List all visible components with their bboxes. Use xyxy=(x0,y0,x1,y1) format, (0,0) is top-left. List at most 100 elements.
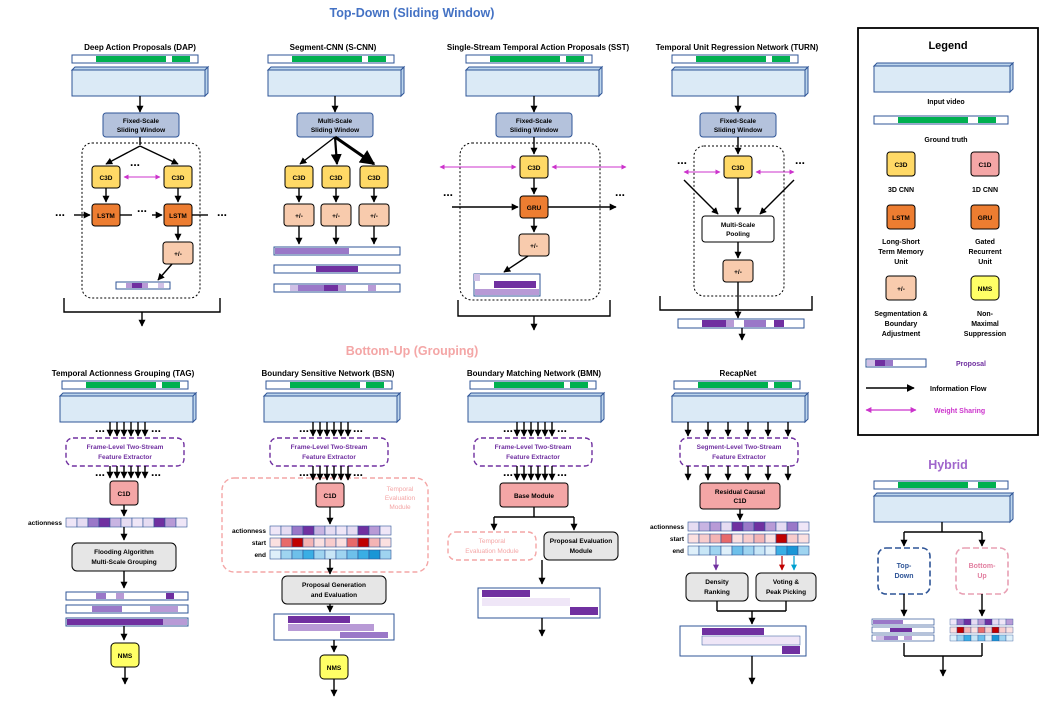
legend-gru xyxy=(970,204,1000,230)
feature-arrows xyxy=(684,422,792,437)
recapnet-panel: RecapNet Segment-Level Two-Stream Featur… xyxy=(650,369,817,685)
pem-label-2: Module xyxy=(570,548,593,555)
legend-c3d-label: C3D xyxy=(894,162,907,169)
input-video xyxy=(464,65,604,98)
multi-scale-pooling xyxy=(701,215,775,243)
legend-proposal-bar xyxy=(865,358,927,368)
input-video xyxy=(872,491,1015,524)
proposal-bar xyxy=(677,318,805,329)
input-video xyxy=(262,391,402,424)
input-video xyxy=(266,65,406,98)
pm-label: +/- xyxy=(332,213,340,220)
c3d-label: C3D xyxy=(329,175,342,182)
hybrid-topdown-proposals xyxy=(871,618,935,642)
ground-truth-bar xyxy=(267,54,395,64)
sw-label-2: Sliding Window xyxy=(510,127,559,134)
proposal-bar xyxy=(65,591,189,601)
extractor-label-1: Frame-Level Two-Stream xyxy=(87,444,164,451)
feature-arrows xyxy=(513,466,556,481)
density-ranking xyxy=(685,572,749,602)
sst-title: Single-Stream Temporal Action Proposals … xyxy=(447,43,630,52)
actionness-label: actionness xyxy=(232,528,266,535)
dots: ... xyxy=(503,421,513,435)
proposal-bar xyxy=(273,246,401,256)
start-sequence xyxy=(269,537,392,548)
legend-c3d-name: 3D CNN xyxy=(888,187,914,194)
ground-truth-bar xyxy=(673,380,801,390)
actionness-sequence xyxy=(269,525,392,536)
dots: ... xyxy=(557,421,567,435)
dots: ... xyxy=(95,421,105,435)
dap-title: Deep Action Proposals (DAP) xyxy=(84,43,196,52)
proposal-bar xyxy=(65,604,189,614)
segmentation-block xyxy=(518,233,550,257)
proposal-bar xyxy=(273,283,401,293)
input-video xyxy=(466,391,606,424)
tem-label-2: Evaluation Module xyxy=(465,548,519,555)
feature-arrows xyxy=(106,422,149,437)
gru-label: GRU xyxy=(527,205,542,212)
c1d-label: C1D xyxy=(323,493,336,500)
legend-seg-2: Boundary xyxy=(885,321,918,328)
legend-lstm-name-3: Unit xyxy=(894,259,908,266)
tem-label-3: Module xyxy=(389,504,411,511)
feature-arrows xyxy=(513,422,556,437)
proposal-bar xyxy=(65,617,189,627)
voting-peak-picking xyxy=(755,572,817,602)
actionness-sequence xyxy=(65,517,188,528)
flooding-algorithm xyxy=(71,542,177,572)
end-sequence xyxy=(687,545,810,556)
flooding-label-1: Flooding Algorithm xyxy=(94,549,154,556)
legend-c1d-name: 1D CNN xyxy=(972,187,998,194)
feature-arrows xyxy=(684,466,792,481)
legend-lstm-label: LSTM xyxy=(892,215,910,222)
dots: ... xyxy=(795,153,805,167)
start-sequence xyxy=(687,533,810,544)
dots: ... xyxy=(151,465,161,479)
c3d-label: C3D xyxy=(292,175,305,182)
dr-label-2: Ranking xyxy=(704,589,730,596)
dap-panel: Deep Action Proposals (DAP) Fixed-Scale … xyxy=(55,43,227,327)
legend-gru-name-3: Unit xyxy=(978,259,992,266)
sst-panel: Single-Stream Temporal Action Proposals … xyxy=(439,43,630,331)
frame-level-feature-extractor xyxy=(65,437,185,467)
proposal-bar xyxy=(115,281,171,290)
legend-ground-truth xyxy=(873,115,1009,125)
dots: ... xyxy=(443,185,453,199)
pm-label: +/- xyxy=(734,269,742,276)
legend-gru-name-1: Gated xyxy=(975,239,995,246)
pg-label-2: and Evaluation xyxy=(311,592,357,599)
ground-truth-bar xyxy=(671,54,799,64)
legend-seg-1: Segmentation & xyxy=(874,311,927,318)
sst-dotted-group xyxy=(459,142,601,301)
sw-label-1: Fixed-Scale xyxy=(720,118,757,125)
legend-c3d xyxy=(886,151,916,177)
sw-label-1: Multi-Scale xyxy=(318,118,353,125)
frame-level-feature-extractor xyxy=(269,437,389,467)
actionness-sequence xyxy=(687,521,810,532)
input-video xyxy=(70,65,210,98)
dots: ... xyxy=(299,421,309,435)
dots: ... xyxy=(130,155,140,169)
dots: ... xyxy=(677,153,687,167)
dap-dotted-group xyxy=(81,142,201,299)
legend-seg-3: Adjustment xyxy=(882,331,921,338)
nms-label: NMS xyxy=(327,665,342,672)
proposal-stack xyxy=(477,587,601,619)
bsn-panel: Boundary Sensitive Network (BSN) ... ...… xyxy=(221,369,429,697)
sw-label-1: Fixed-Scale xyxy=(516,118,553,125)
end-sequence xyxy=(269,549,392,560)
tag-title: Temporal Actionness Grouping (TAG) xyxy=(52,369,195,378)
pm-label: +/- xyxy=(295,213,303,220)
legend-weight-sharing-label: Weight Sharing xyxy=(934,408,985,415)
proposal-stack xyxy=(273,613,395,641)
bottom-up-label-2: Up xyxy=(977,573,986,580)
dots: ... xyxy=(557,465,567,479)
ground-truth-bar xyxy=(469,380,597,390)
top-down-heading: Top-Down (Sliding Window) xyxy=(330,6,495,20)
scnn-title: Segment-CNN (S-CNN) xyxy=(290,43,377,52)
ground-truth-bar xyxy=(465,54,593,64)
dr-label-1: Density xyxy=(705,579,729,586)
legend-lstm xyxy=(886,204,916,230)
